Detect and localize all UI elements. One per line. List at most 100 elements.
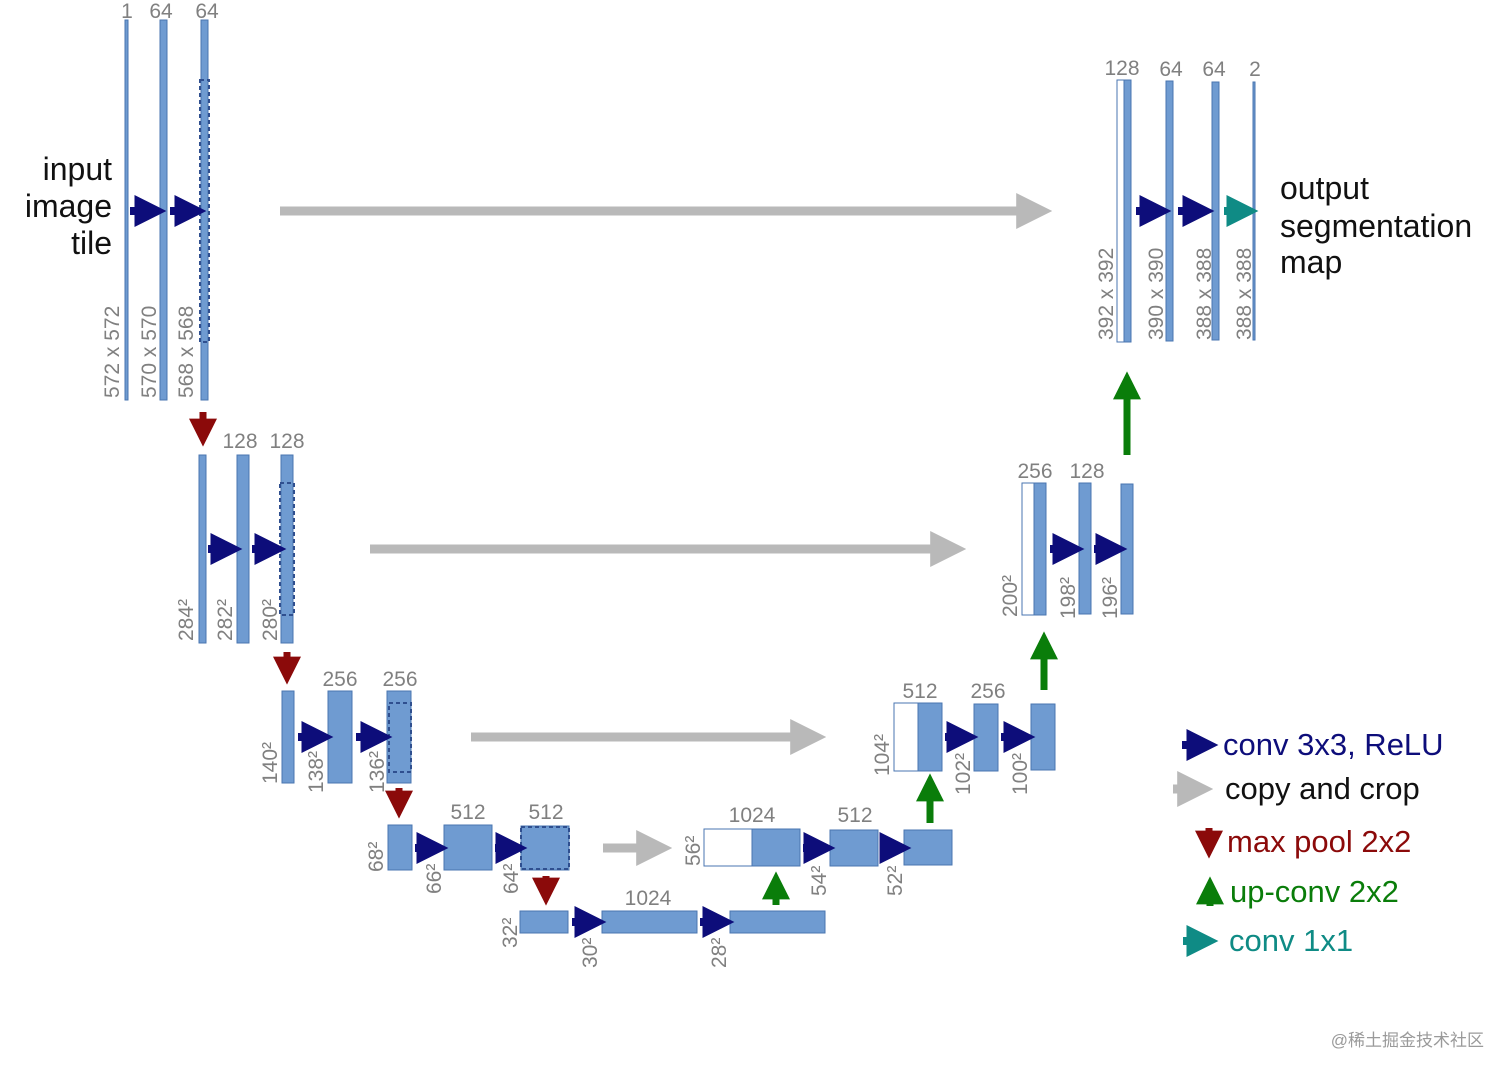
channel-label: 512 [528,801,563,824]
feature-map-block [917,702,943,772]
feature-map-block [443,824,493,871]
encoder-level-2: 128 128 284² 282² 280² [175,412,305,644]
channel-label: 128 [222,430,257,453]
size-label: 282² [214,599,237,641]
feature-map-block [1123,79,1132,343]
channel-label: 64 [1159,58,1183,81]
channel-label: 64 [149,0,173,23]
size-label: 200² [999,575,1022,617]
legend-conv1x1-label: conv 1x1 [1229,923,1353,958]
size-label: 196² [1099,577,1122,619]
size-label: 66² [423,864,446,894]
size-label: 30² [579,938,602,968]
size-label: 280² [259,599,282,641]
channel-label: 1024 [729,804,776,827]
size-label: 100² [1009,753,1032,795]
feature-map-block [1078,482,1092,615]
channel-label: 512 [902,680,937,703]
size-label: 568 x 568 [175,306,198,398]
channel-label: 256 [970,680,1005,703]
feature-map-block [386,690,412,784]
watermark: @稀土掘金技术社区 [1331,1031,1484,1050]
output-label-line: output [1280,170,1369,206]
size-label: 136² [366,751,389,793]
feature-map-block [1030,703,1056,771]
feature-map-block [198,454,207,644]
channel-label: 256 [1017,460,1052,483]
skip-connections [280,193,1053,866]
feature-map-block [327,690,353,784]
legend-copy-label: copy and crop [1225,771,1420,806]
legend-pool-label: max pool 2x2 [1227,824,1411,859]
feature-map-block [903,829,953,866]
feature-map-block [520,825,570,871]
size-label: 392 x 392 [1095,248,1118,340]
channel-label: 2 [1249,58,1261,81]
legend: conv 3x3, ReLU copy and crop max pool 2x… [1173,727,1444,958]
channel-label: 64 [195,0,219,23]
size-label: 64² [500,864,523,894]
feature-map-block [1033,482,1047,616]
output-label-line: map [1280,244,1342,280]
crop-region [199,79,210,343]
size-label: 102² [952,753,975,795]
channel-label: 1024 [625,887,672,910]
crop-region [520,826,570,870]
copied-feature-map [893,702,919,772]
size-label: 388 x 388 [1193,248,1216,340]
feature-map-block [1120,483,1134,615]
feature-map-block [159,19,168,401]
encoder-level-1: 1 64 64 572 x 572 570 x 570 568 x 568 in… [25,0,219,401]
size-label: 68² [365,842,388,872]
decoder-level-2: 256 128 200² 198² 196² [999,460,1134,690]
legend-upconv-label: up-conv 2x2 [1230,874,1399,909]
channel-label: 128 [1069,460,1104,483]
feature-map-block [124,19,129,401]
size-label: 284² [175,599,198,641]
output-label-line: segmentation [1280,208,1472,244]
decoder-level-1: 128 64 64 2 392 x 392 390 x 390 388 x 38… [1095,57,1472,455]
feature-map-block [387,824,413,871]
size-label: 52² [884,866,907,896]
channel-label: 128 [269,430,304,453]
feature-map-block [751,828,801,867]
size-label: 572 x 572 [101,306,124,398]
feature-map-block [729,910,826,934]
size-label: 28² [708,938,731,968]
input-label-line: image [25,188,112,224]
input-label-line: tile [71,225,112,261]
encoder-level-3: 256 256 140² 138² 136² [259,652,418,793]
copied-feature-map [703,828,753,867]
copied-feature-map [1021,482,1035,616]
channel-label: 64 [1202,58,1226,81]
size-label: 198² [1057,577,1080,619]
size-label: 140² [259,742,282,784]
feature-map-block [236,454,250,644]
channel-label: 256 [322,668,357,691]
decoder-level-3: 512 256 104² 102² 100² [871,680,1056,823]
decoder-level-4: 1024 512 56² 54² 52² [682,804,953,905]
input-label-line: input [43,151,113,187]
bottleneck: 1024 32² 30² 28² [499,876,826,968]
size-label: 390 x 390 [1145,248,1168,340]
size-label: 388 x 388 [1233,248,1256,340]
channel-label: 512 [450,801,485,824]
encoder-level-4: 512 512 68² 66² 64² [365,788,570,894]
channel-label: 128 [1104,57,1139,80]
size-label: 138² [305,751,328,793]
feature-map-block [281,690,295,784]
size-label: 104² [871,734,894,776]
feature-map-block [973,703,999,772]
channel-label: 256 [382,668,417,691]
legend-conv-label: conv 3x3, ReLU [1223,727,1444,762]
copied-feature-map [1116,79,1125,343]
feature-map-block [519,910,569,934]
feature-map-block [829,829,879,867]
size-label: 54² [808,866,831,896]
size-label: 56² [682,836,705,866]
channel-label: 1 [121,0,133,23]
channel-label: 512 [837,804,872,827]
size-label: 32² [499,918,522,948]
size-label: 570 x 570 [138,306,161,398]
feature-map-block [601,910,698,934]
